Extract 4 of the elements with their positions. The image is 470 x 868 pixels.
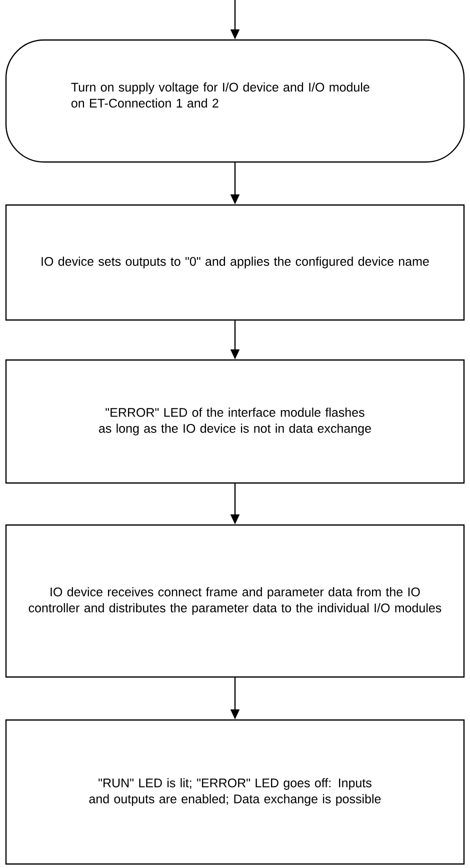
process-box: IO device sets outputs to "0" and applies the configured device name: [5, 204, 465, 321]
process-box: IO device receives connect frame and parameter data from the IO controller and distributes the parameter data to the individual I/O modules: [5, 524, 465, 678]
process-box: "ERROR" LED of the interface module flashes as long as the IO device is not in data exchange: [5, 359, 465, 484]
process-box: "RUN" LED is lit; "ERROR" LED goes off: Inputs and outputs are enabled; Data exchange is possible: [5, 719, 465, 865]
